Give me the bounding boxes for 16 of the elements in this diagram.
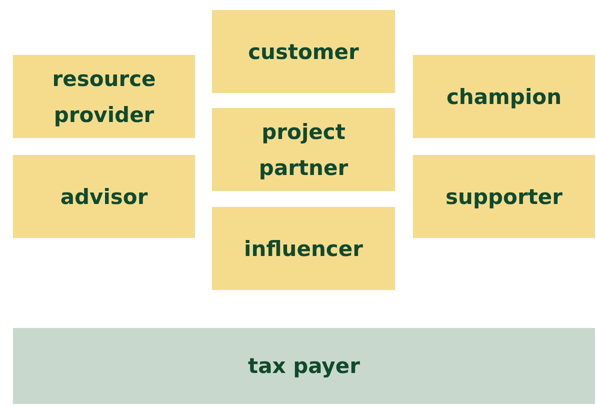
label-box bbox=[212, 10, 395, 93]
label-box bbox=[212, 108, 395, 191]
box-label: resource provider bbox=[51, 66, 157, 128]
label-box bbox=[13, 55, 195, 138]
box-label: project partner bbox=[258, 118, 350, 182]
label-box bbox=[413, 155, 595, 238]
label-box bbox=[212, 207, 395, 290]
box-label: customer bbox=[248, 38, 359, 66]
box-label: tax payer bbox=[248, 353, 360, 380]
label-box bbox=[13, 155, 195, 238]
box-label: influencer bbox=[244, 236, 363, 262]
box-label: supporter bbox=[446, 184, 562, 210]
label-box bbox=[413, 55, 595, 138]
box-label: advisor bbox=[60, 184, 148, 210]
label-box bbox=[13, 328, 595, 404]
box-label: champion bbox=[446, 84, 562, 110]
